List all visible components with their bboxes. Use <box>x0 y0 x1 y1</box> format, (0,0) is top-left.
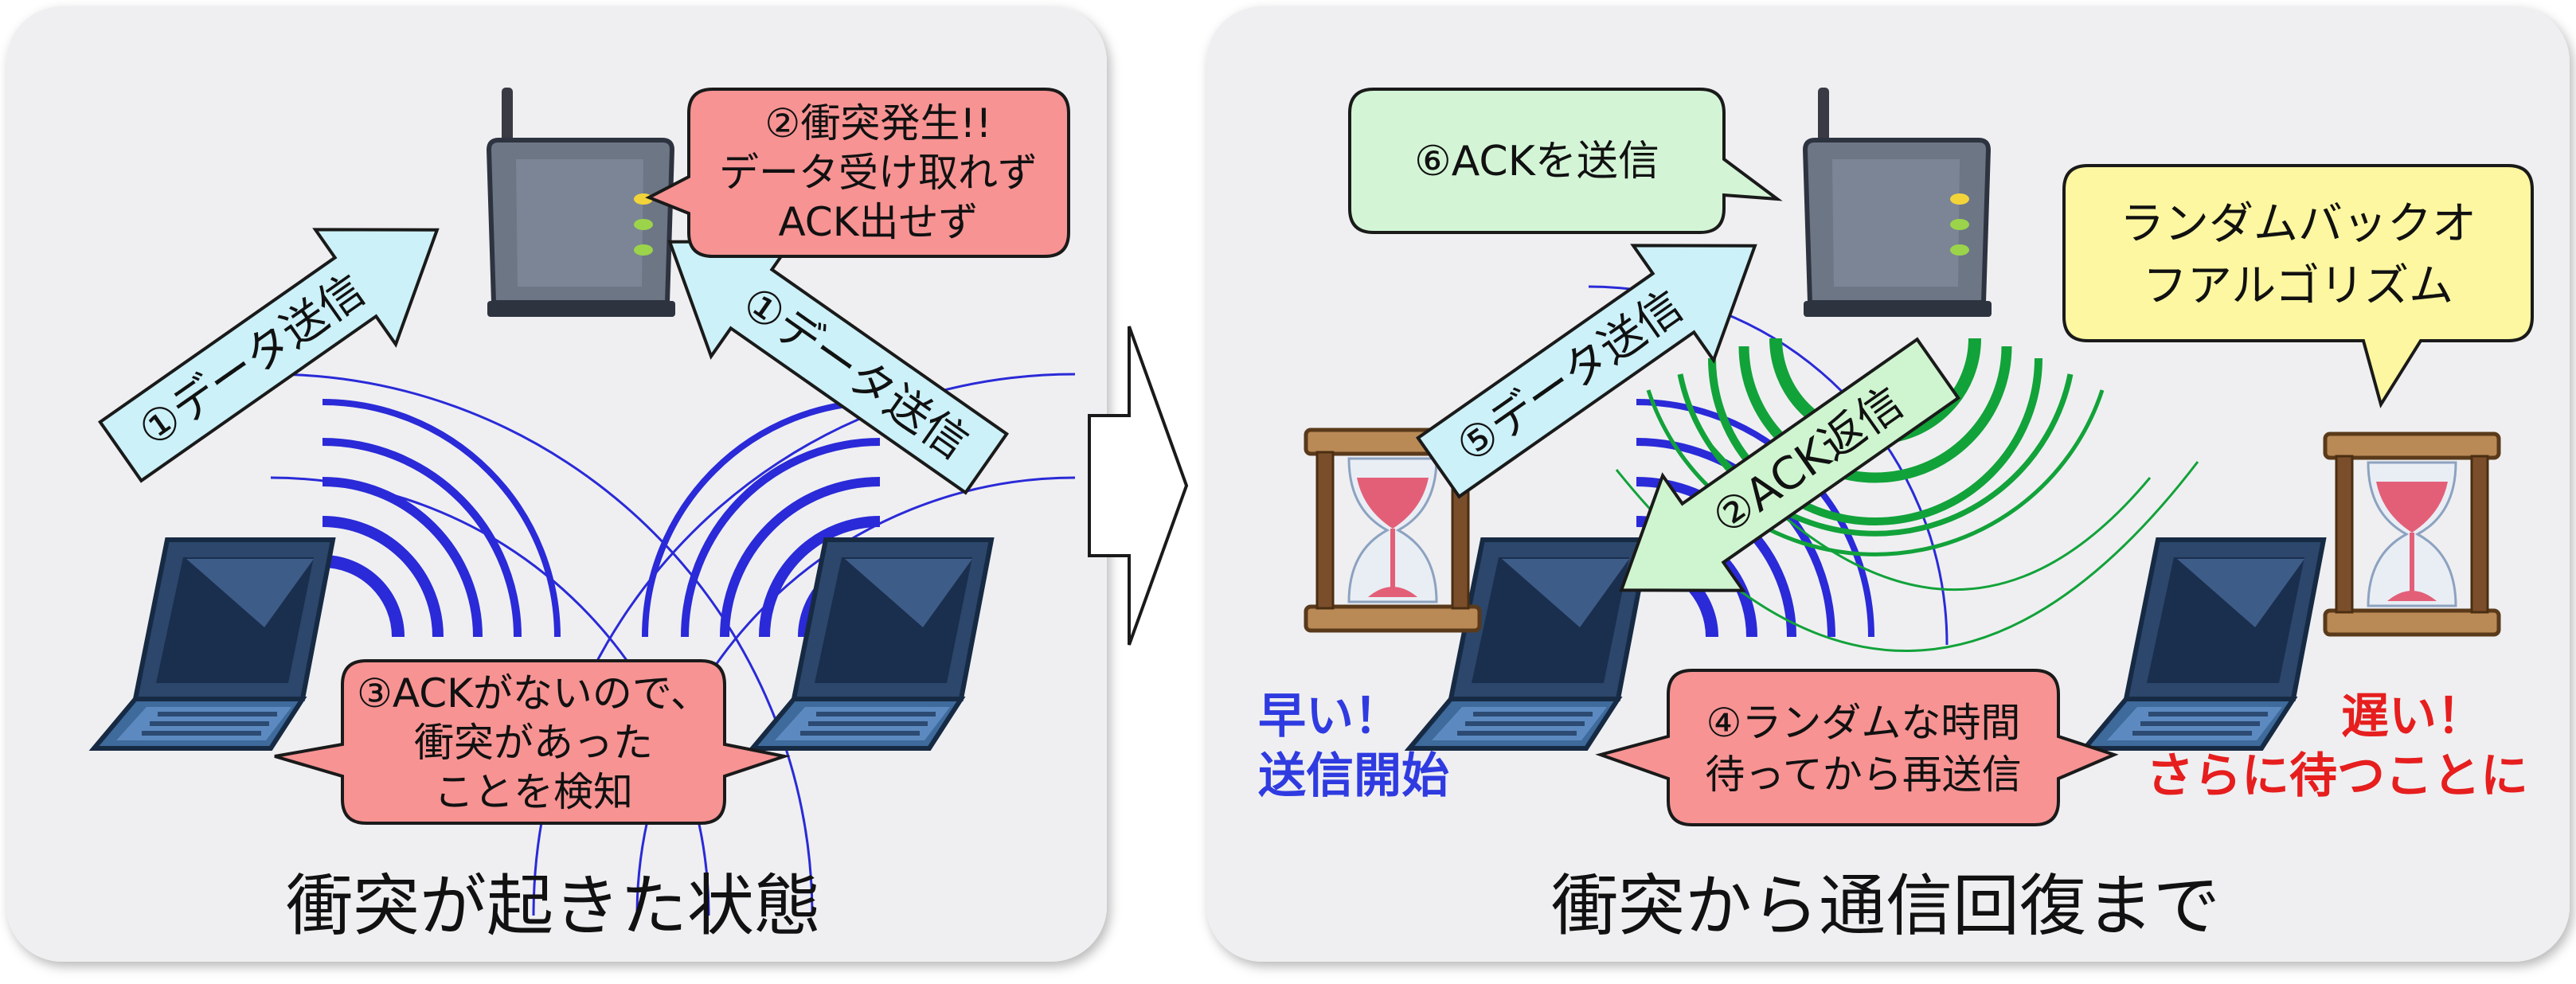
left-send-arrow-b-shape <box>667 240 1010 495</box>
collision-callout-line-3: ACK出せず <box>778 199 978 245</box>
detect-callout-line-1: ③ACKがないので、 <box>357 670 710 717</box>
resend-arrow-shape <box>1415 244 1757 499</box>
collision-callout-line-2: データ受け取れず <box>719 150 1038 196</box>
right-panel-caption: 衝突から通信回復まで <box>1551 867 2220 945</box>
slow-label-line-1: 遅い！ <box>2341 689 2484 744</box>
wait-callout-line-2: 待ってから再送信 <box>1705 752 2022 798</box>
fast-label: 早い！ 送信開始 <box>1258 689 1449 804</box>
ack-send-callout-text: ⑥ACKを送信 <box>1414 138 1659 185</box>
slow-label-line-2: さらに待つことに <box>2146 748 2528 804</box>
right-panel: ⑤データ送信 ②ACK返信 ⑥ACKを送信 ランダムバックオ フアルゴリズム ④… <box>1206 6 2570 962</box>
collision-callout-line-1: ②衝突発生!! <box>765 100 992 146</box>
backoff-callout-line-2: フアルゴリズム <box>2143 260 2453 312</box>
collision-callout: ②衝突発生!! データ受け取れず ACK出せず <box>645 88 1070 258</box>
backoff-callout-line-1: ランダムバックオ <box>2120 198 2476 250</box>
slow-label: 遅い！ さらに待つことに <box>2146 689 2528 804</box>
backoff-callout: ランダムバックオ フアルゴリズム <box>2062 164 2534 408</box>
transition-arrow-icon <box>1088 326 1189 646</box>
wait-callout: ④ランダムな時間 待ってから再送信 <box>1595 669 2119 826</box>
left-panel-caption: 衝突が起きた状態 <box>286 867 821 945</box>
left-panel: ①データ送信 ①データ送信 ②衝突発生!! データ受け取れず ACK出せず ③A… <box>6 6 1107 962</box>
ack-send-callout: ⑥ACKを送信 <box>1348 88 1783 234</box>
wait-callout-line-1: ④ランダムな時間 <box>1706 700 2021 746</box>
fast-label-line-2: 送信開始 <box>1258 748 1449 804</box>
fast-label-line-1: 早い！ <box>1258 689 1401 744</box>
left-send-arrow-a-shape <box>97 228 440 483</box>
right-hourglass-b-icon <box>2325 434 2499 635</box>
detect-callout-line-3: ことを検知 <box>434 769 633 815</box>
detect-callout: ③ACKがないので、 衝突があった ことを検知 <box>274 659 791 825</box>
ack-reply-arrow-shape <box>1619 337 1961 592</box>
detect-callout-line-2: 衝突があった <box>414 720 653 766</box>
